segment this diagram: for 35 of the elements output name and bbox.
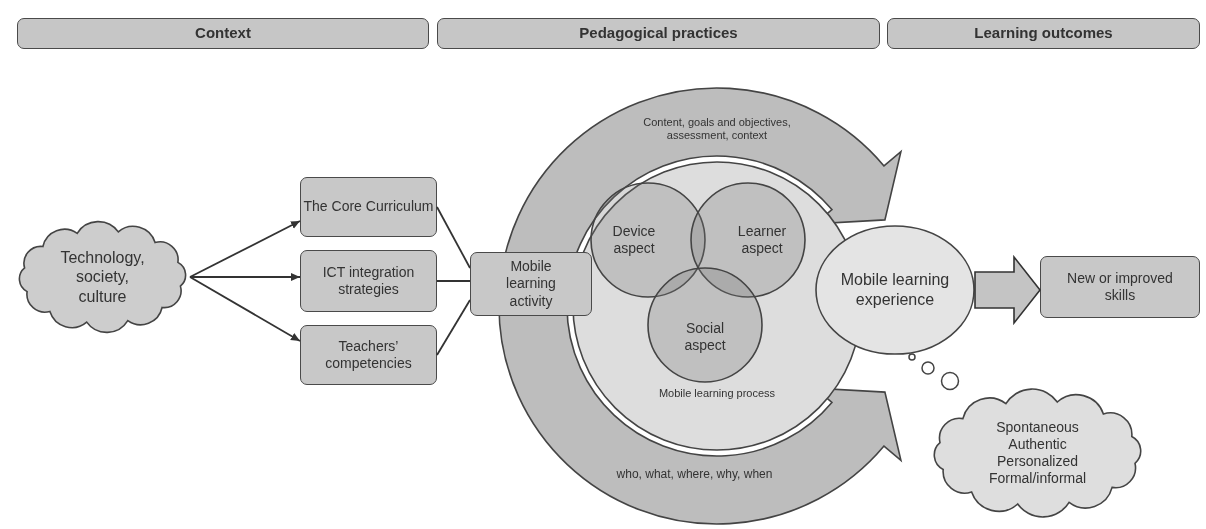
block-arrow [974, 254, 1041, 326]
node-label: Spontaneous Authentic Personalized Formal/informal [987, 418, 1088, 488]
node-label: Content, goals and objectives, assessment, context [642, 116, 792, 143]
connector-line [436, 206, 471, 269]
node-label: Mobile learning activity [505, 258, 557, 310]
venn-circle [690, 182, 806, 298]
node-label: Mobile learning experience [840, 270, 950, 310]
thought-ellipse [815, 225, 975, 355]
process-box [300, 250, 437, 312]
arrow [189, 276, 301, 342]
node-label: who, what, where, why, when [615, 467, 774, 482]
process-box [300, 177, 437, 237]
node-label: Learner aspect [736, 222, 788, 258]
header-label: Context [195, 24, 251, 43]
node-label: Mobile learning process [657, 387, 777, 401]
node-label: Social aspect [683, 319, 727, 355]
arrow [189, 220, 301, 278]
header-label: Learning outcomes [974, 24, 1113, 43]
node-label: Technology, society, culture [59, 247, 146, 307]
header-label: Pedagogical practices [579, 24, 738, 43]
connector-line [436, 299, 471, 356]
arrow [189, 273, 301, 281]
node-label: Teachers’ competencies [324, 337, 413, 373]
node-label: ICT integration strategies [321, 263, 416, 299]
node-label: New or improved skills [1066, 269, 1174, 305]
process-box [1040, 256, 1200, 318]
venn-circle [647, 267, 763, 383]
node-label: Device aspect [611, 222, 657, 258]
process-box [470, 252, 592, 316]
section-header [17, 18, 429, 49]
node-label: The Core Curriculum [303, 198, 434, 216]
process-box [300, 325, 437, 385]
section-header [887, 18, 1200, 49]
connector-line [436, 280, 471, 282]
section-header [437, 18, 880, 49]
